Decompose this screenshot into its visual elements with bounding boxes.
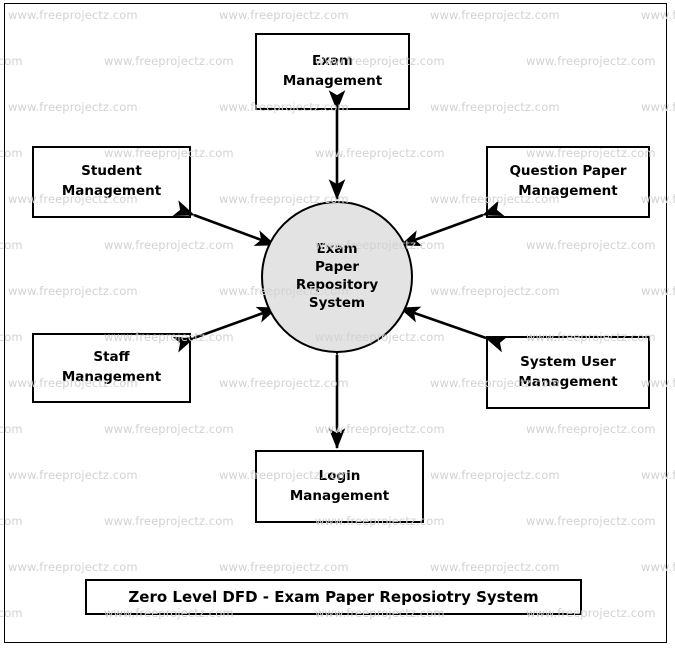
diagram-caption-box: Zero Level DFD - Exam Paper Reposiotry S… <box>85 579 582 615</box>
flow-staff-management <box>172 306 278 353</box>
entity-exam-management-label: Exam Management <box>282 52 383 89</box>
flow-question-paper-management <box>400 200 505 247</box>
entity-staff-management[interactable]: Staff Management <box>32 333 191 403</box>
entity-exam-management[interactable]: Exam Management <box>255 33 410 110</box>
entity-login-management[interactable]: Login Management <box>255 450 424 523</box>
entity-system-user-management-label: System User Management <box>518 353 618 390</box>
process-label: Exam Paper Repository System <box>295 241 379 311</box>
diagram-caption-label: Zero Level DFD - Exam Paper Reposiotry S… <box>128 588 539 606</box>
flow-student-management <box>172 200 276 247</box>
entity-login-management-label: Login Management <box>289 467 390 504</box>
entity-question-paper-management[interactable]: Question Paper Management <box>486 146 650 218</box>
entity-student-management-label: Student Management <box>61 163 162 199</box>
flow-system-user-management <box>399 306 508 353</box>
entity-question-paper-management-label: Question Paper Management <box>509 163 627 199</box>
process-exam-paper-repository-system[interactable]: Exam Paper Repository System <box>261 201 413 353</box>
diagram-outer-border <box>4 3 667 643</box>
entity-student-management[interactable]: Student Management <box>32 146 191 218</box>
entity-staff-management-label: Staff Management <box>61 349 162 385</box>
entity-system-user-management[interactable]: System User Management <box>486 336 650 409</box>
